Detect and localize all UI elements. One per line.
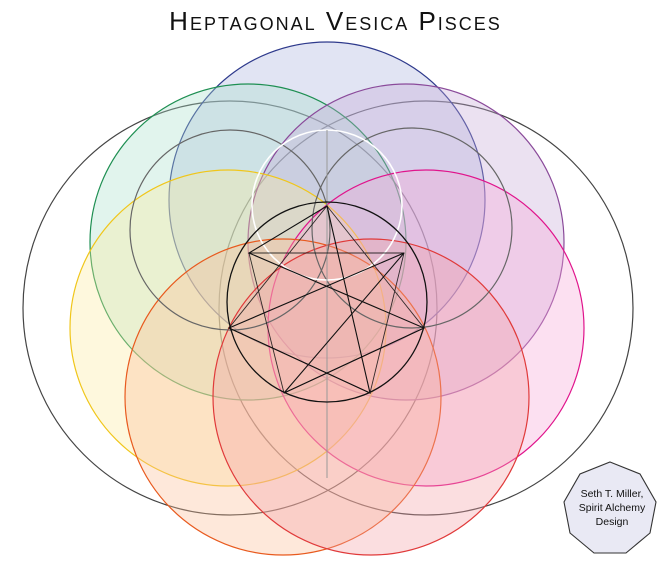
- inner-circle-left: [129, 129, 331, 331]
- outer-circle-right: [218, 100, 634, 516]
- center-circle: [226, 201, 428, 403]
- petal-circle-orange: [124, 238, 442, 556]
- diagram-title: Heptagonal Vesica Pisces: [169, 6, 502, 36]
- credit-line-3: Design: [595, 516, 629, 528]
- credit-line-2: Spirit Alchemy: [578, 502, 646, 514]
- credit-line-1: Seth T. Miller,: [580, 488, 644, 500]
- inner-circle-right: [311, 127, 513, 329]
- heptagram-star-inner: [228, 205, 425, 394]
- outer-circle-left: [22, 100, 438, 516]
- credit-text: Seth T. Miller, Spirit Alchemy Design: [566, 462, 658, 554]
- credit-badge: [563, 461, 657, 554]
- petal-circle-red: [212, 238, 530, 556]
